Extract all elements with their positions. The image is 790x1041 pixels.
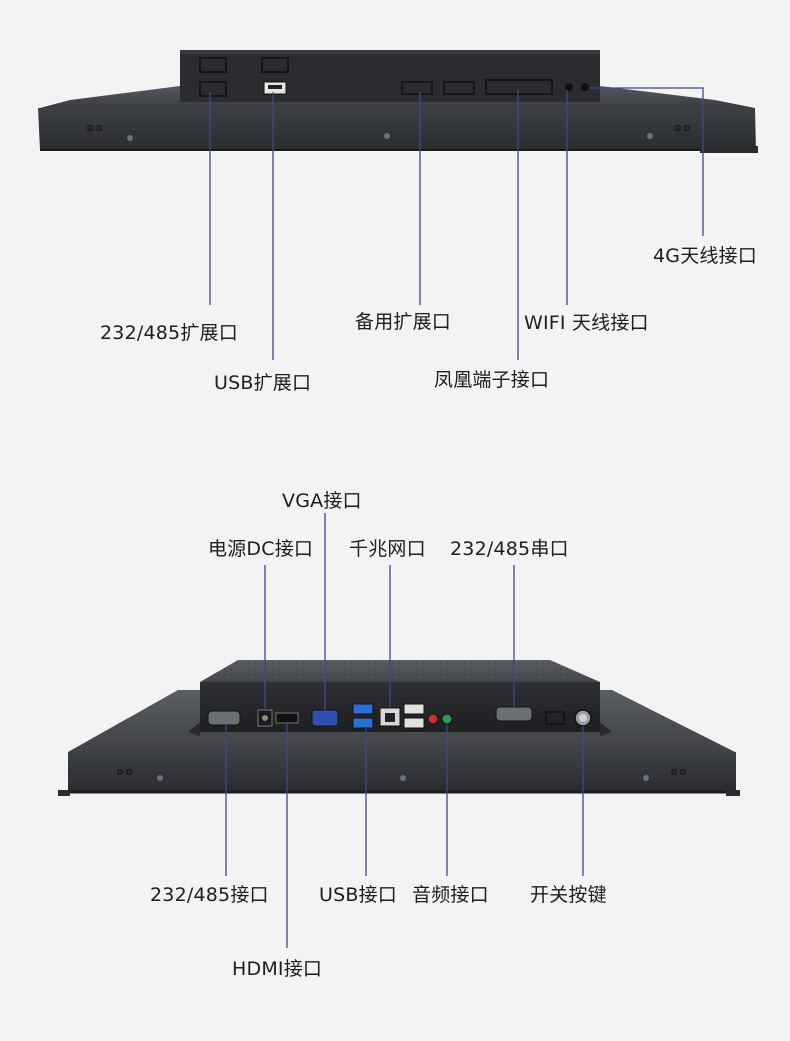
label-232-485-expansion: 232/485扩展口 — [100, 322, 238, 344]
bottom-serial-interface-port — [207, 710, 241, 726]
label-vga: VGA接口 — [282, 490, 362, 512]
top-panel-face — [38, 108, 756, 150]
bottom-audio-red-jack — [427, 713, 439, 725]
top-wifi-antenna-hole — [565, 83, 573, 91]
leader-lines — [209, 87, 704, 948]
label-hdmi: HDMI接口 — [232, 958, 323, 980]
bottom-audio-green-jack — [441, 713, 453, 725]
label-usb: USB接口 — [319, 884, 398, 906]
label-usb-expansion: USB扩展口 — [214, 372, 312, 394]
bottom-usb3-port-2 — [352, 717, 374, 729]
label-gigabit-lan: 千兆网口 — [349, 538, 426, 560]
bottom-panel-face — [68, 752, 736, 792]
bottom-hdmi-port — [275, 712, 299, 724]
label-power-switch: 开关按键 — [530, 884, 607, 906]
bottom-device — [58, 660, 740, 796]
label-spare-expansion: 备用扩展口 — [355, 311, 452, 333]
bottom-usb2-port-2 — [403, 717, 425, 729]
label-wifi-antenna: WIFI 天线接口 — [524, 312, 649, 334]
bottom-serial-port — [495, 706, 533, 722]
bottom-usb2-port-1 — [403, 703, 425, 715]
top-device — [38, 50, 758, 153]
label-232-485-interface: 232/485接口 — [150, 884, 269, 906]
top-4g-antenna-hole — [581, 83, 589, 91]
bottom-vga-port — [311, 709, 339, 727]
label-audio: 音频接口 — [412, 884, 489, 906]
bottom-usb3-port-1 — [352, 703, 374, 715]
label-4g-antenna: 4G天线接口 — [653, 245, 758, 267]
label-phoenix-terminal: 凤凰端子接口 — [434, 369, 550, 391]
label-dc-power: 电源DC接口 — [208, 538, 314, 560]
label-232-485-serial: 232/485串口 — [450, 538, 569, 560]
